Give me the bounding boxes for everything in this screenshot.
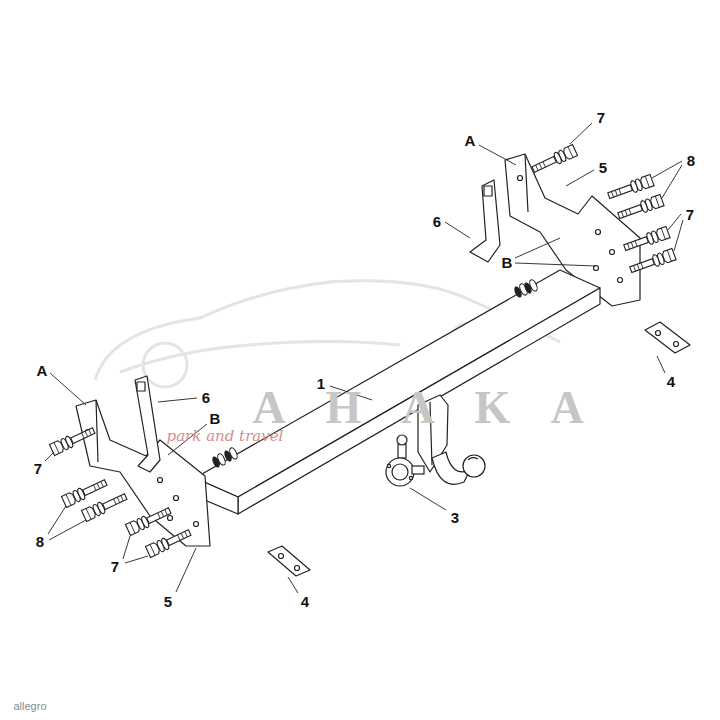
- electrical-socket: [386, 435, 424, 486]
- callout-number: 7: [111, 559, 119, 574]
- callout-number: 8: [687, 153, 695, 168]
- callout-number: 7: [686, 207, 694, 222]
- support-strap: [470, 180, 500, 262]
- callout-number: 5: [164, 594, 172, 609]
- callout-number: 7: [34, 461, 42, 476]
- callout-number: 7: [597, 110, 605, 125]
- callout-letter: B: [210, 411, 221, 426]
- spacer-plate: [268, 322, 690, 576]
- callout-number: 4: [301, 594, 309, 609]
- callout-number: 5: [599, 160, 607, 175]
- callout-number: 6: [202, 390, 210, 405]
- support-strap: [135, 376, 160, 472]
- watermark: park and travel: [167, 429, 284, 444]
- callout-letter: A: [465, 133, 476, 148]
- watermark: AHAKA: [212, 385, 623, 431]
- callout-number: 6: [433, 214, 441, 229]
- callout-number: 3: [451, 510, 459, 525]
- callout-number: 4: [667, 374, 675, 389]
- bolt-set: [49, 145, 676, 558]
- watermark: allegro: [13, 701, 46, 712]
- leader-line: [45, 123, 683, 593]
- callout-number: 8: [36, 534, 44, 549]
- callout-letter: B: [502, 255, 513, 270]
- callout-letter: A: [37, 363, 48, 378]
